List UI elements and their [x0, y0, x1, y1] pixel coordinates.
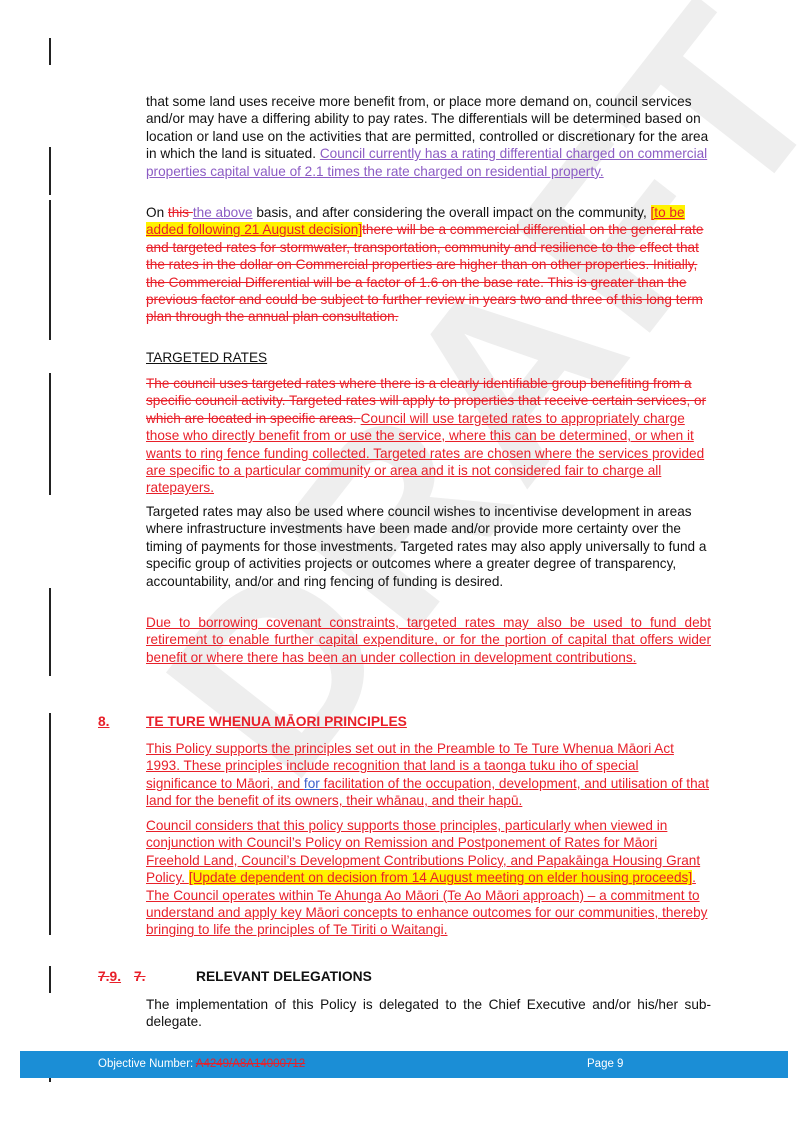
section-9-number: 7.9.: [98, 969, 122, 984]
change-bar: [49, 38, 51, 65]
principles-paragraph: Council considers that this policy suppo…: [146, 818, 708, 938]
page-number: Page 9: [587, 1058, 624, 1070]
section-9-title: RELEVANT DELEGATIONS: [196, 969, 372, 984]
delegations-paragraph: The implementation of this Policy is del…: [146, 997, 711, 1030]
change-bar: [49, 147, 51, 195]
change-bar: [49, 966, 51, 993]
targeted-rates-paragraph: The council uses targeted rates where th…: [146, 375, 711, 497]
page-footer: Objective Number: A4249/A8A14000712 Page…: [20, 1051, 788, 1078]
commercial-differential-paragraph: On this the above basis, and after consi…: [146, 205, 704, 325]
change-bar: [49, 713, 51, 935]
inserted-text: Council will use targeted rates to appro…: [146, 410, 705, 496]
change-bar: [49, 200, 51, 340]
deleted-text: there will be a commercial differential …: [146, 222, 704, 325]
te-ture-whenua-paragraph: This Policy supports the principles set …: [146, 741, 709, 809]
objective-number: A4249/A8A14000712: [195, 1058, 306, 1070]
deleted-text: The council uses targeted rates where th…: [146, 376, 707, 426]
inserted-text: Council currently has a rating different…: [146, 146, 708, 179]
inserted-word: for: [303, 775, 320, 791]
change-bar: [49, 373, 51, 495]
differentials-paragraph: that some land uses receive more benefit…: [146, 94, 709, 179]
borrowing-covenant-paragraph: Due to borrowing covenant constraints, t…: [146, 615, 711, 665]
incentivise-paragraph: Targeted rates may also be used where co…: [146, 504, 707, 589]
objective-number-label: Objective Number: A4249/A8A14000712: [98, 1058, 306, 1070]
change-bar: [49, 588, 51, 676]
section-8-title: TE TURE WHENUA MĀORI PRINCIPLES: [146, 714, 407, 729]
section-9-old-number: 7.: [134, 969, 146, 984]
inserted-text: the above: [192, 205, 253, 220]
deleted-text: this: [167, 205, 193, 220]
highlighted-placeholder: [Update dependent on decision from 14 Au…: [188, 870, 693, 886]
section-8-number: 8.: [98, 714, 110, 729]
targeted-rates-heading: TARGETED RATES: [146, 350, 268, 365]
